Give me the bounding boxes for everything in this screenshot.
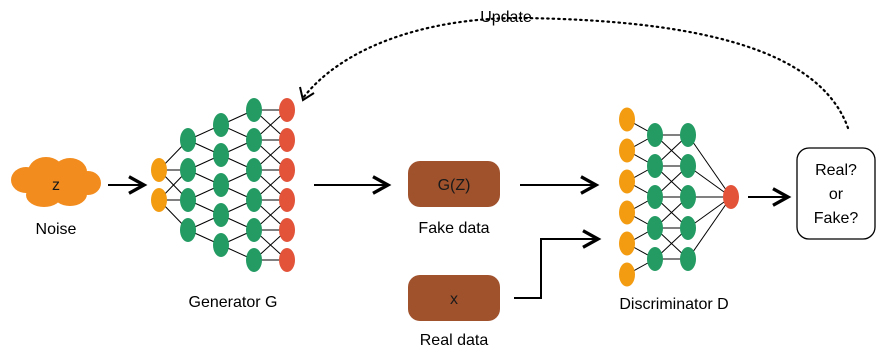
discriminator-input-node: [619, 200, 635, 225]
update-arrow: [301, 16, 850, 130]
generator-input-node: [151, 158, 167, 182]
discriminator-output-node: [723, 185, 739, 209]
discriminator-hidden-node: [647, 123, 663, 147]
discriminator-input-node: [619, 138, 635, 163]
discriminator-input-node: [619, 107, 635, 132]
noise-z-label: z: [52, 177, 60, 194]
generator-hidden-node: [213, 173, 229, 197]
discriminator-hidden-node: [680, 123, 696, 147]
generator-hidden-node: [180, 128, 196, 152]
discriminator-edge: [687, 134, 732, 198]
generator-hidden-node: [246, 98, 262, 122]
generator-hidden-node: [246, 218, 262, 242]
discriminator-hidden-node: [680, 247, 696, 271]
generator-output-node: [279, 158, 295, 182]
generator-hidden-node: [180, 158, 196, 182]
real-data-box: [408, 275, 500, 321]
generator-hidden-node: [213, 143, 229, 167]
update-arrow-head: [299, 86, 315, 102]
gz-label: G(Z): [438, 177, 471, 194]
generator-network: [151, 98, 295, 272]
discriminator-network: [619, 107, 739, 287]
arrow-x-to-discriminator: [514, 239, 598, 299]
generator-hidden-node: [213, 233, 229, 257]
update-label: Update: [480, 9, 532, 26]
real-data-label: Real data: [420, 332, 489, 349]
discriminator-hidden-node: [647, 216, 663, 240]
generator-hidden-node: [213, 113, 229, 137]
discriminator-input-node: [619, 231, 635, 256]
fake-data-box: [408, 161, 500, 207]
output-or-label: or: [829, 186, 844, 203]
noise-label: Noise: [36, 221, 77, 238]
generator-hidden-node: [246, 128, 262, 152]
generator-label: Generator G: [189, 294, 278, 311]
discriminator-edge: [687, 196, 732, 260]
x-label: x: [450, 291, 458, 308]
discriminator-hidden-node: [647, 154, 663, 178]
generator-output-node: [279, 218, 295, 242]
discriminator-hidden-node: [680, 216, 696, 240]
generator-hidden-node: [246, 248, 262, 272]
generator-output-node: [279, 188, 295, 212]
output-box: [796, 147, 876, 240]
fake-data-label: Fake data: [418, 220, 489, 237]
generator-output-node: [279, 98, 295, 122]
generator-hidden-node: [180, 188, 196, 212]
discriminator-hidden-node: [680, 185, 696, 209]
discriminator-input-node: [619, 262, 635, 287]
discriminator-hidden-node: [647, 247, 663, 271]
generator-hidden-node: [180, 218, 196, 242]
generator-output-node: [279, 248, 295, 272]
output-real-label: Real?: [815, 162, 857, 179]
discriminator-label: Discriminator D: [619, 296, 728, 313]
discriminator-hidden-node: [647, 185, 663, 209]
output-fake-label: Fake?: [814, 210, 859, 227]
discriminator-hidden-node: [680, 154, 696, 178]
generator-input-node: [151, 188, 167, 212]
generator-output-node: [279, 128, 295, 152]
discriminator-input-node: [619, 169, 635, 194]
generator-hidden-node: [246, 158, 262, 182]
generator-hidden-node: [213, 203, 229, 227]
generator-hidden-node: [246, 188, 262, 212]
noise-cloud: [11, 157, 101, 207]
